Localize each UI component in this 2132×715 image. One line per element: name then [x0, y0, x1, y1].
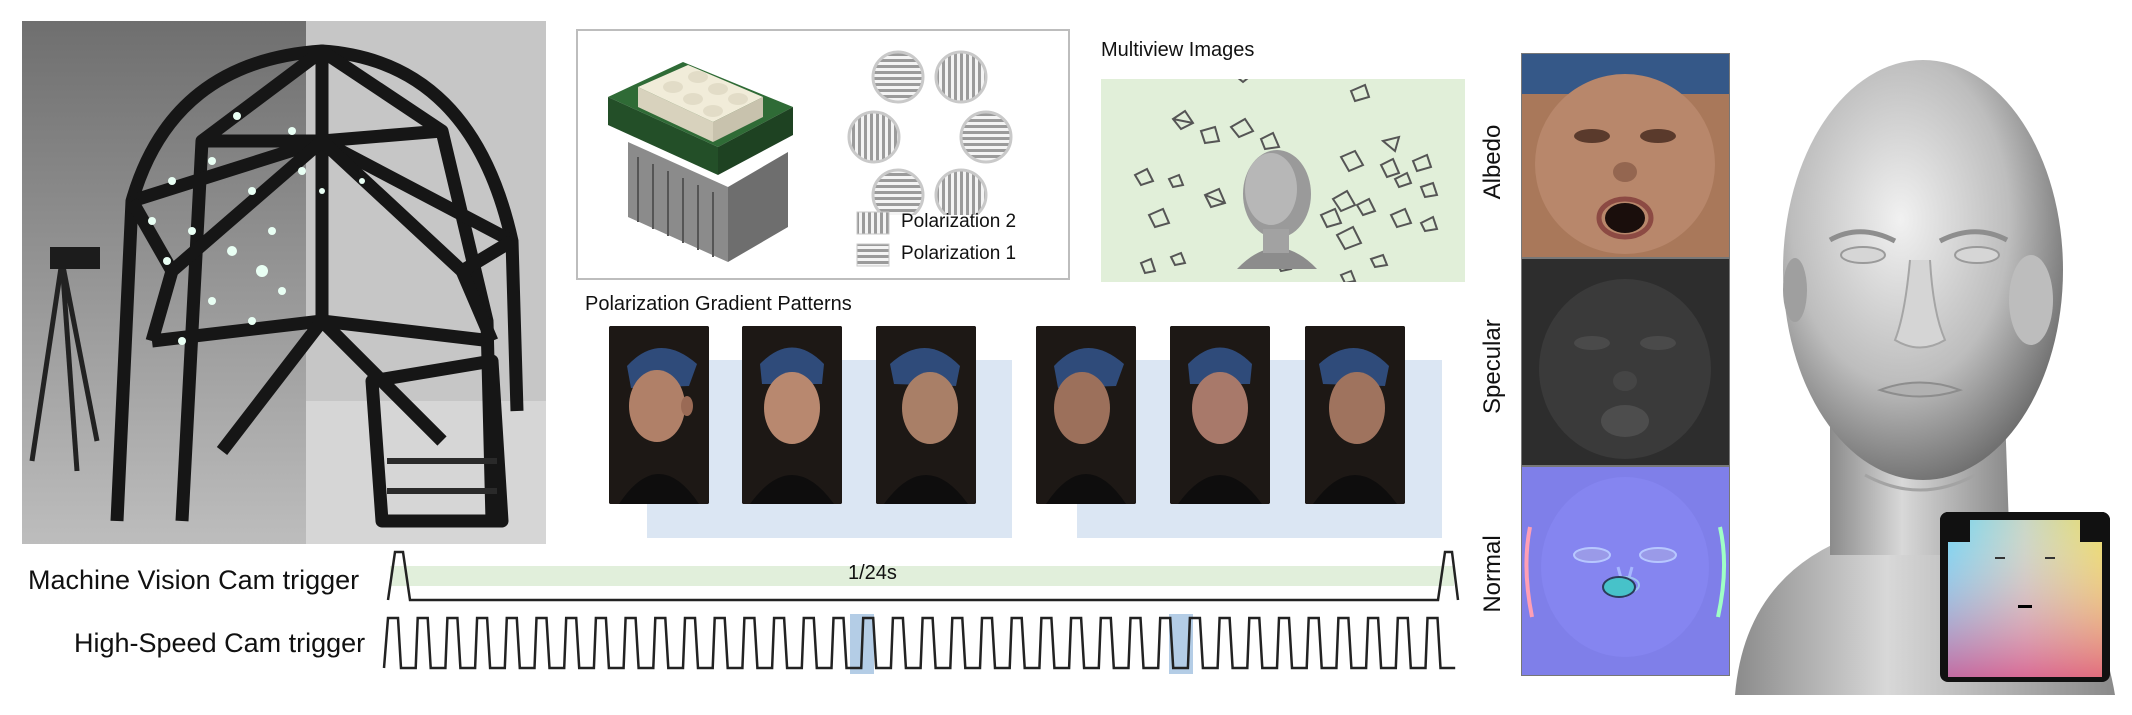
polarized-camera-render: [608, 62, 793, 262]
high-speed-trigger-waveform: [382, 616, 1456, 670]
legend-label: Polarization 2: [901, 211, 1017, 232]
specular-map: [1521, 258, 1730, 466]
face-photo-1: [609, 326, 709, 504]
horizontal-stripes-icon: [856, 243, 890, 267]
gradient-patterns-title: Polarization Gradient Patterns: [585, 293, 852, 315]
normal-map: [1521, 466, 1730, 676]
machine-vision-trigger-waveform: [386, 550, 1460, 602]
normal-label: Normal: [1479, 535, 1506, 613]
interval-label: 1/24s: [848, 562, 897, 584]
albedo-label: Albedo: [1479, 124, 1506, 200]
specular-label: Specular: [1479, 319, 1506, 414]
camera-box: Polarization 2 Polarization 1: [576, 29, 1070, 280]
face-photo-4: [1036, 326, 1136, 504]
face-photo-3: [876, 326, 976, 504]
high-speed-trigger-label: High-Speed Cam trigger: [74, 628, 366, 658]
head-bust-icon: [1237, 150, 1317, 269]
legend-label: Polarization 1: [901, 243, 1017, 264]
face-photo-5: [1170, 326, 1270, 504]
face-photo-6: [1305, 326, 1405, 504]
uv-position-map: [1940, 512, 2110, 682]
capture-rig-photo: [22, 21, 546, 544]
interval-bar: [390, 566, 1454, 586]
face-photo-2: [742, 326, 842, 504]
albedo-map: [1521, 53, 1730, 258]
polarization-filter-wheel: [847, 50, 1013, 215]
vertical-stripes-icon: [856, 211, 890, 235]
machine-vision-trigger-label: Machine Vision Cam trigger: [28, 565, 360, 595]
multiview-panel: [1101, 79, 1465, 282]
multiview-title: Multiview Images: [1101, 39, 1255, 61]
